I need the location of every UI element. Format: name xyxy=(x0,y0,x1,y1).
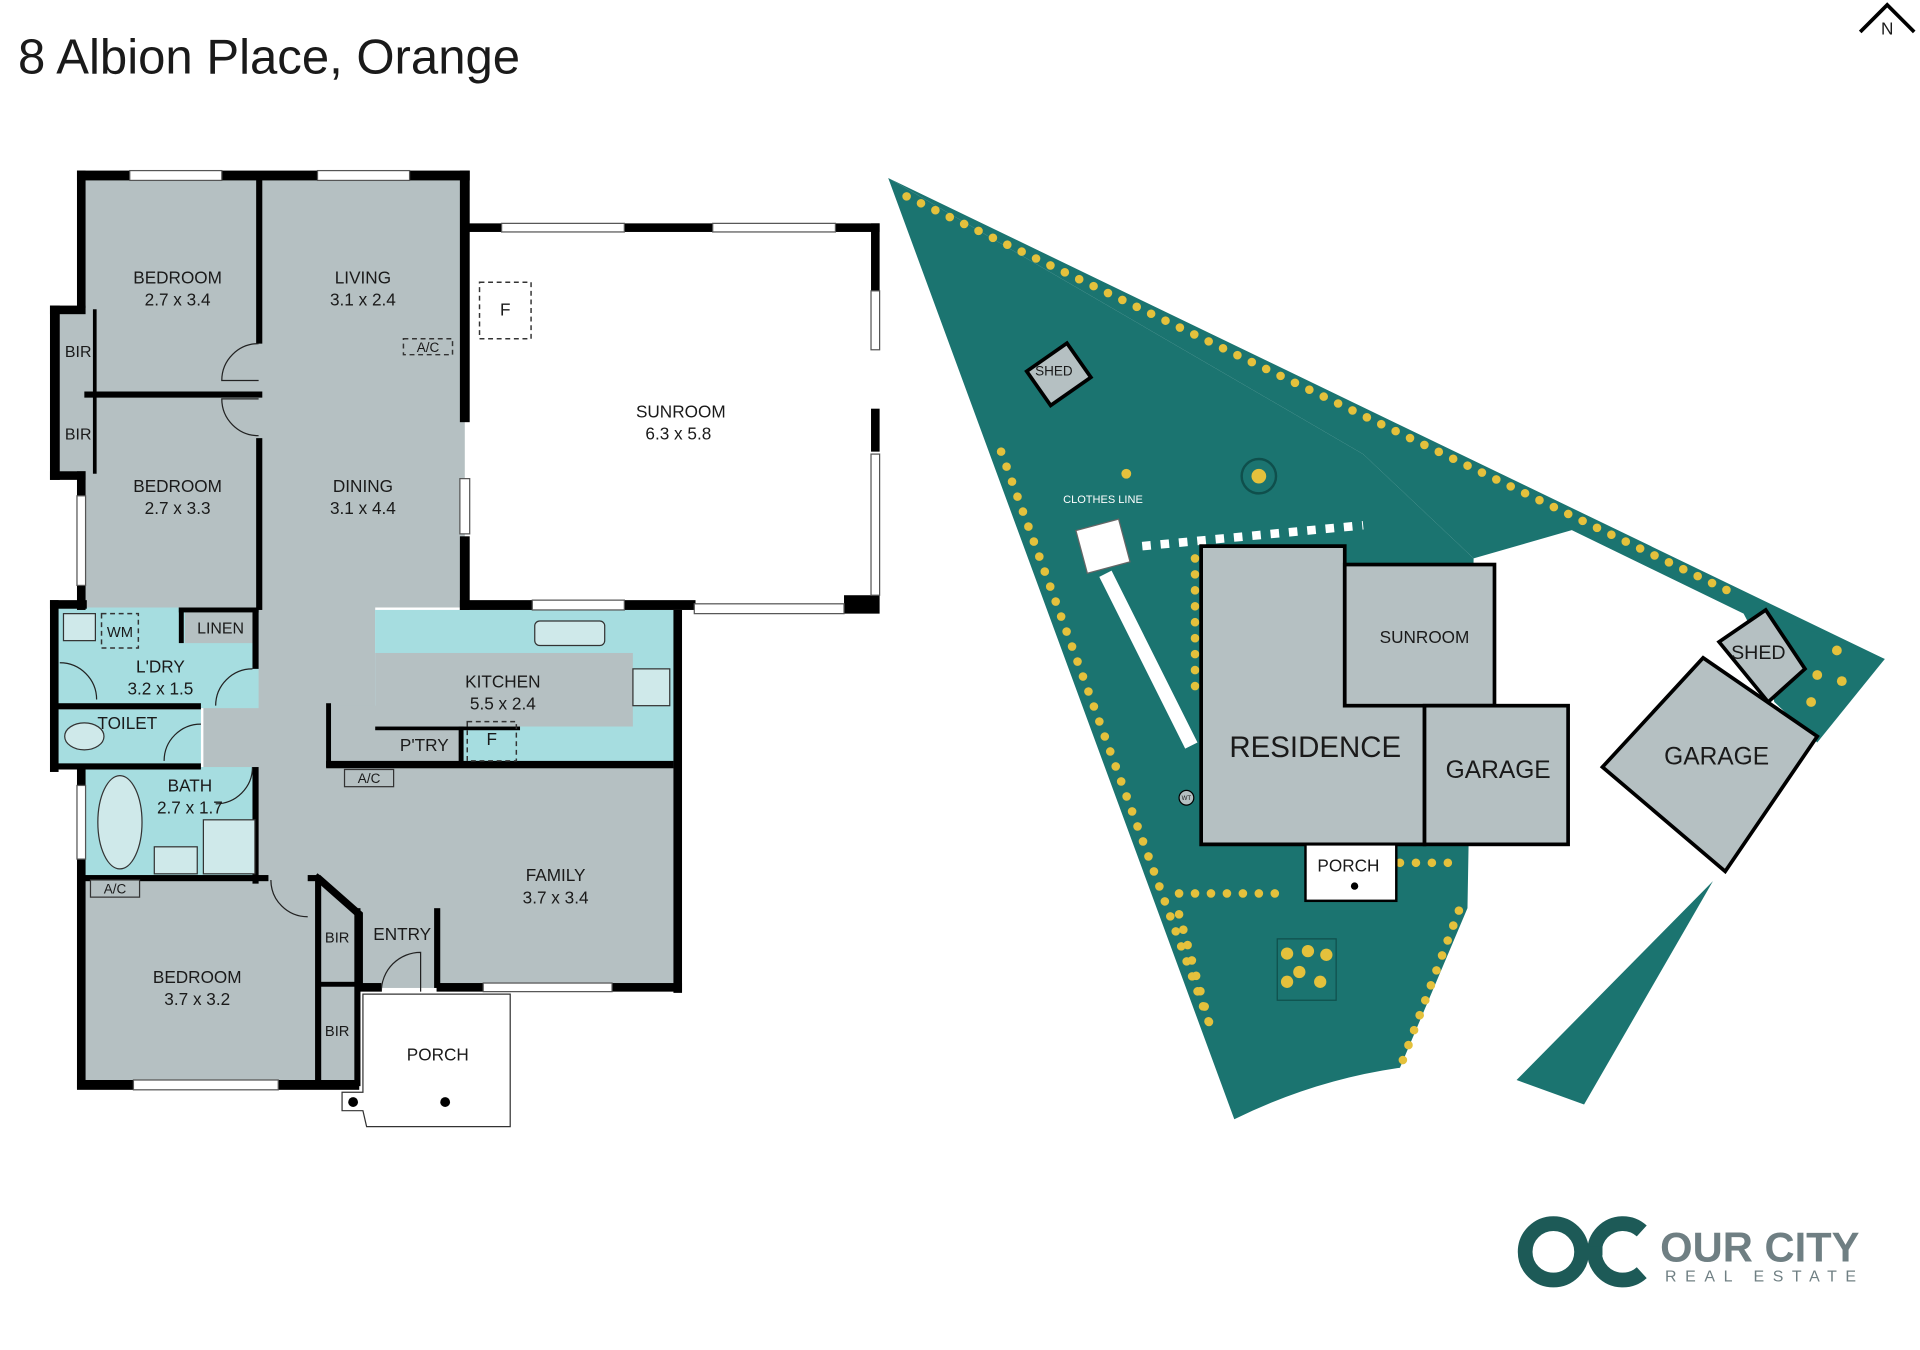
bir-label: BIR xyxy=(325,1024,350,1040)
detached-shed-label: SHED xyxy=(1731,642,1786,664)
room-size-kitchen: 5.5 x 2.4 xyxy=(470,693,536,713)
site-porch xyxy=(1304,843,1398,903)
cooktop xyxy=(632,668,671,707)
room-size-sunroom: 6.3 x 5.8 xyxy=(645,423,711,443)
room-size-laundry: 3.2 x 1.5 xyxy=(127,679,193,699)
bir-label: BIR xyxy=(65,344,92,361)
room-label-bedroom-2: BEDROOM xyxy=(133,476,222,496)
logo-name: OUR CITY xyxy=(1660,1224,1859,1271)
toilet-icon xyxy=(64,722,105,751)
bathtub xyxy=(97,775,143,870)
residence-label: RESIDENCE xyxy=(1229,731,1401,764)
room-size-family: 3.7 x 3.4 xyxy=(523,887,589,907)
room-label-living: LIVING xyxy=(335,268,391,288)
shower xyxy=(202,819,256,875)
house-floor-plan: BEDROOM 2.7 x 3.4 BEDROOM 2.7 x 3.3 LIVI… xyxy=(49,169,881,1128)
north-label: N xyxy=(1881,18,1893,38)
detached-shed-building xyxy=(1716,607,1808,705)
ac-label: A/C xyxy=(417,340,440,355)
clothes-line-icon xyxy=(1075,518,1131,574)
room-size-bath: 2.7 x 1.7 xyxy=(157,798,223,818)
bir-label: BIR xyxy=(325,931,350,947)
pantry-label: P'TRY xyxy=(400,735,449,755)
room-size-dining: 3.1 x 4.4 xyxy=(330,498,396,518)
wm-label: WM xyxy=(107,625,133,641)
room-size-bedroom-3: 3.7 x 3.2 xyxy=(164,989,230,1009)
room-label-bedroom-1: BEDROOM xyxy=(133,268,222,288)
linen-label: LINEN xyxy=(197,620,244,637)
water-tank-label: WT xyxy=(1182,795,1192,802)
clothes-line-label: CLOTHES LINE xyxy=(1063,494,1143,506)
room-size-bedroom-2: 2.7 x 3.3 xyxy=(145,498,211,518)
fridge-space xyxy=(478,281,532,340)
site-plan: CLOTHES LINE SHED RESIDENCE SUNROOM GARA… xyxy=(888,177,1885,1120)
ac-label: A/C xyxy=(358,771,381,786)
page-title: 8 Albion Place, Orange xyxy=(18,31,520,85)
room-label-family: FAMILY xyxy=(526,865,586,885)
fridge-space xyxy=(466,720,518,762)
room-label-bedroom-3: BEDROOM xyxy=(153,967,242,987)
sunroom-building xyxy=(1342,562,1497,708)
ac-label: A/C xyxy=(104,881,127,896)
laundry-tub xyxy=(62,613,96,642)
room-label-laundry: L'DRY xyxy=(136,657,185,677)
logo-tagline: REAL ESTATE xyxy=(1665,1268,1865,1285)
kitchen-sink xyxy=(534,620,606,647)
our-city-logo: OUR CITY REAL ESTATE xyxy=(1517,1216,1865,1288)
room-label-kitchen: KITCHEN xyxy=(465,671,540,691)
fridge-label: F xyxy=(500,299,510,319)
site-porch-label: PORCH xyxy=(1317,855,1379,875)
bir-label: BIR xyxy=(65,426,92,443)
detached-garage-building xyxy=(1599,655,1820,875)
north-arrow-icon: N xyxy=(1858,2,1916,38)
detached-garage-label: GARAGE xyxy=(1664,744,1769,771)
room-label-bath: BATH xyxy=(168,776,213,796)
entry-label: ENTRY xyxy=(373,924,431,944)
toilet-label: TOILET xyxy=(97,713,157,733)
garage-building xyxy=(1422,703,1570,847)
room-label-dining: DINING xyxy=(333,476,393,496)
fridge-label: F xyxy=(487,729,497,749)
vanity xyxy=(153,846,198,875)
room-size-bedroom-1: 2.7 x 3.4 xyxy=(145,290,211,310)
shed-label: SHED xyxy=(1035,364,1073,379)
garage-label: GARAGE xyxy=(1446,757,1551,784)
site-sunroom-label: SUNROOM xyxy=(1380,627,1470,647)
ac-unit xyxy=(402,337,454,356)
washing-machine-space xyxy=(100,612,140,649)
room-label-sunroom: SUNROOM xyxy=(636,401,726,421)
porch-label: PORCH xyxy=(407,1044,469,1064)
room-size-living: 3.1 x 2.4 xyxy=(330,290,396,310)
